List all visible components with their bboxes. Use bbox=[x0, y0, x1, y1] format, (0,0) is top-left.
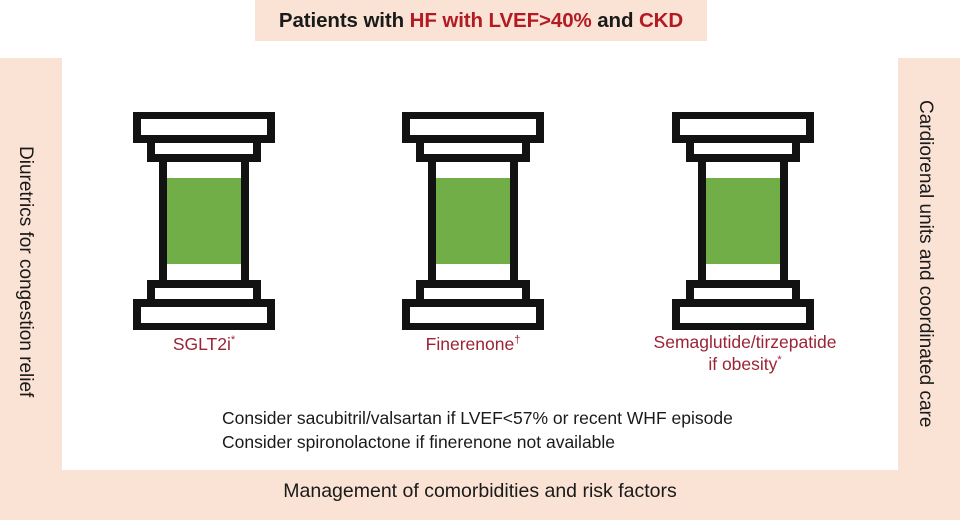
pillar-sglt2i bbox=[131, 112, 277, 330]
pillar-caption-semaglutide: Semaglutide/tirzepatide if obesity* bbox=[620, 332, 870, 376]
title-highlight-hf: HF with LVEF>40% bbox=[409, 8, 592, 32]
caption-superscript: * bbox=[230, 334, 236, 347]
caption-text: SGLT2i bbox=[172, 334, 231, 354]
caption-text: Finerenone bbox=[425, 334, 515, 354]
side-label-cardiorenal-units: Cardiorenal units and coordinated care bbox=[915, 100, 936, 428]
title-highlight-ckd: CKD bbox=[638, 8, 684, 32]
caption-superscript: * bbox=[777, 354, 782, 367]
title-middle: and bbox=[591, 8, 639, 32]
pillar-graphic bbox=[672, 112, 814, 330]
pillar-graphic bbox=[402, 112, 544, 330]
consider-notes: Consider sacubitril/valsartan if LVEF<57… bbox=[222, 406, 733, 454]
page-title: Patients with HF with LVEF>40% and CKD bbox=[279, 9, 683, 33]
caption-text: Semaglutide/tirzepatide bbox=[653, 332, 837, 352]
pillar-caption-sglt2i: SGLT2i* bbox=[104, 334, 304, 356]
title-prefix: Patients with bbox=[278, 8, 410, 32]
pillar-graphic bbox=[133, 112, 275, 330]
side-label-diuretics: Diuretrics for congestion relief bbox=[15, 146, 36, 398]
title-banner: Patients with HF with LVEF>40% and CKD bbox=[255, 0, 707, 41]
pillar-semaglutide-tirzepatide bbox=[670, 112, 816, 330]
bottom-caption: Management of comorbidities and risk fac… bbox=[283, 480, 677, 502]
consider-line-1: Consider sacubitril/valsartan if LVEF<57… bbox=[222, 408, 733, 428]
consider-line-2: Consider spironolactone if finerenone no… bbox=[222, 432, 616, 453]
pillar-caption-finerenone: Finerenone† bbox=[373, 334, 573, 356]
caption-superscript: † bbox=[514, 334, 521, 347]
caption-text-line-2: if obesity bbox=[708, 353, 778, 374]
pillar-finerenone bbox=[400, 112, 546, 330]
